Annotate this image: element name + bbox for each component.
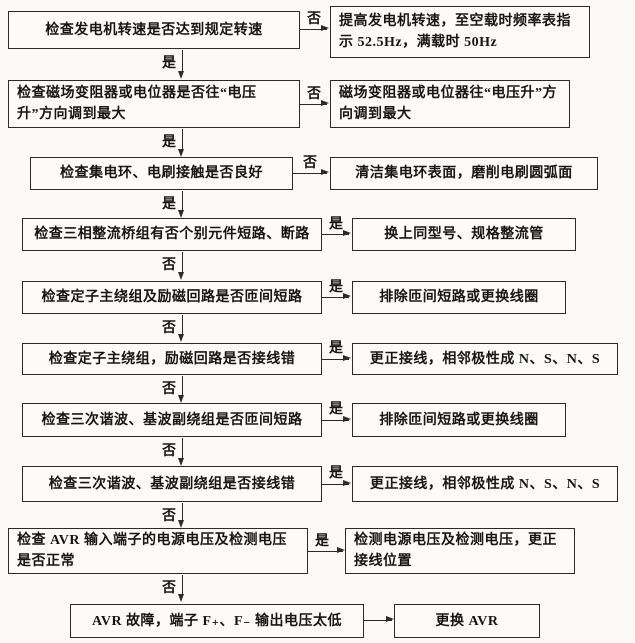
down-label-8: 否 [162, 509, 176, 524]
branch-label-9: 是 [315, 534, 329, 549]
down-arrow-6 [178, 376, 185, 403]
branch-arrow-5 [322, 293, 351, 300]
branch-label-4: 是 [329, 217, 343, 232]
check-box-8: 检查三次谐波、基波副绕组是否接线错 [22, 466, 322, 502]
branch-label-8: 是 [329, 466, 343, 481]
check-box-4: 检查三相整流桥组有否个别元件短路、断路 [22, 218, 322, 251]
down-arrow-4 [178, 252, 185, 280]
branch-label-6: 是 [329, 341, 343, 356]
branch-arrow-10 [364, 616, 394, 623]
down-label-7: 否 [162, 444, 176, 459]
action-box-4: 换上同型号、规格整流管 [352, 218, 576, 251]
action-box-3: 清洁集电环表面，磨削电刷圆弧面 [330, 157, 598, 190]
branch-label-5: 是 [329, 280, 343, 295]
branch-arrow-2 [300, 100, 329, 107]
action-box-5: 排除匝间短路或更换线圈 [352, 281, 566, 314]
down-arrow-5 [178, 315, 185, 342]
branch-arrow-9 [308, 547, 345, 554]
down-label-9: 否 [162, 581, 176, 596]
down-label-5: 否 [162, 321, 176, 336]
branch-arrow-7 [322, 416, 351, 423]
check-box-3: 检查集电环、电刷接触是否良好 [30, 157, 293, 190]
check-box-6: 检查定子主绕组，励磁回路是否接线错 [22, 343, 322, 375]
down-arrow-9 [178, 575, 185, 602]
down-arrow-7 [178, 438, 185, 466]
branch-label-1: 否 [307, 12, 321, 27]
branch-arrow-1 [300, 25, 329, 32]
action-box-9: 检测电源电压及检测电压，更正接线位置 [345, 528, 575, 574]
down-label-1: 是 [162, 56, 176, 71]
down-arrow-1 [178, 50, 185, 79]
action-box-6: 更正接线，相邻极性成 N、S、N、S [352, 343, 618, 375]
branch-arrow-6 [322, 355, 351, 362]
down-arrow-2 [178, 129, 185, 157]
down-label-2: 是 [162, 135, 176, 150]
action-box-8: 更正接线，相邻极性成 N、S、N、S [352, 466, 618, 502]
branch-arrow-8 [322, 480, 351, 487]
down-label-3: 是 [162, 197, 176, 212]
check-box-5: 检查定子主绕组及励磁回路是否匝间短路 [22, 281, 322, 314]
check-box-7: 检查三次谐波、基波副绕组是否匝间短路 [22, 403, 322, 437]
branch-arrow-3 [293, 169, 329, 176]
down-label-4: 否 [162, 258, 176, 273]
action-box-10: 更换 AVR [394, 604, 540, 638]
branch-label-2: 否 [307, 87, 321, 102]
check-box-1: 检查发电机转速是否达到规定转速 [8, 11, 300, 49]
branch-label-3: 否 [303, 156, 317, 171]
down-label-6: 否 [162, 382, 176, 397]
branch-arrow-4 [322, 230, 351, 237]
action-box-2: 磁场变阻器或电位器往“电压升”方向调到最大 [330, 80, 570, 128]
action-box-1: 提高发电机转速，至空载时频率表指示 52.5Hz，满载时 50Hz [330, 6, 590, 58]
down-arrow-3 [178, 191, 185, 218]
check-box-2: 检查磁场变阻器或电位器是否往“电压升”方向调到最大 [8, 80, 300, 128]
check-box-10: AVR 故障，端子 F₊、F₋ 输出电压太低 [70, 604, 364, 638]
branch-label-7: 是 [329, 402, 343, 417]
down-arrow-8 [178, 503, 185, 528]
action-box-7: 排除匝间短路或更换线圈 [352, 403, 566, 437]
check-box-9: 检查 AVR 输入端子的电源电压及检测电压是否正常 [8, 528, 308, 574]
